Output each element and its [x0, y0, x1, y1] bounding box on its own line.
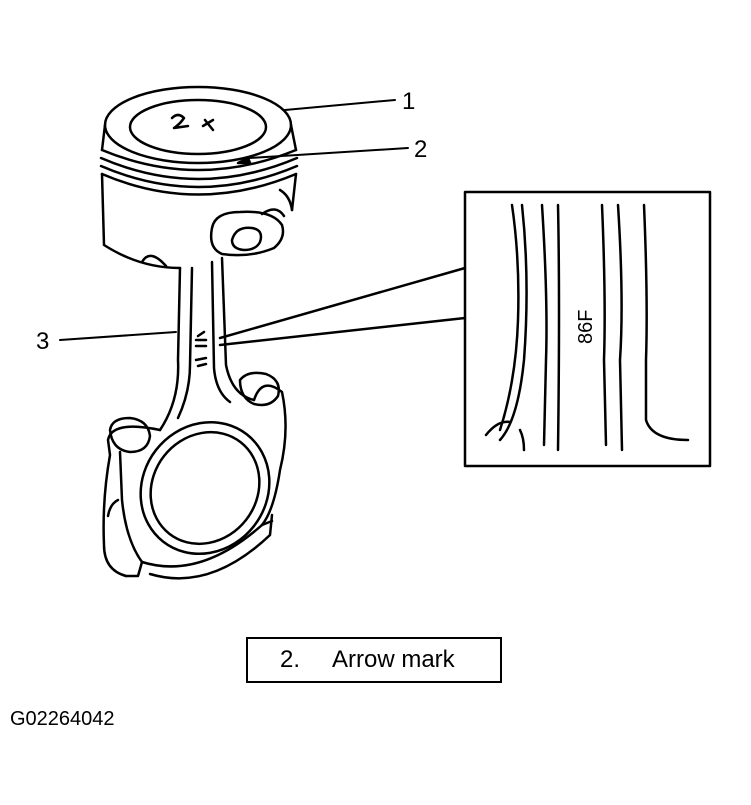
legend-number: 2. — [280, 646, 301, 673]
piston — [99, 85, 299, 270]
callout-number-1: 1 — [402, 88, 415, 115]
connecting-rod — [102, 256, 287, 580]
legend-label: Arrow mark — [332, 646, 455, 673]
detail-inset — [218, 190, 712, 468]
callout-number-2: 2 — [414, 136, 427, 163]
detail-stamp-text: 86F — [575, 310, 597, 344]
figure-id: G02264042 — [10, 708, 115, 730]
legend-box: 2. Arrow mark — [246, 637, 502, 683]
leader-lines — [59, 99, 409, 341]
callout-number-3: 3 — [36, 328, 49, 355]
